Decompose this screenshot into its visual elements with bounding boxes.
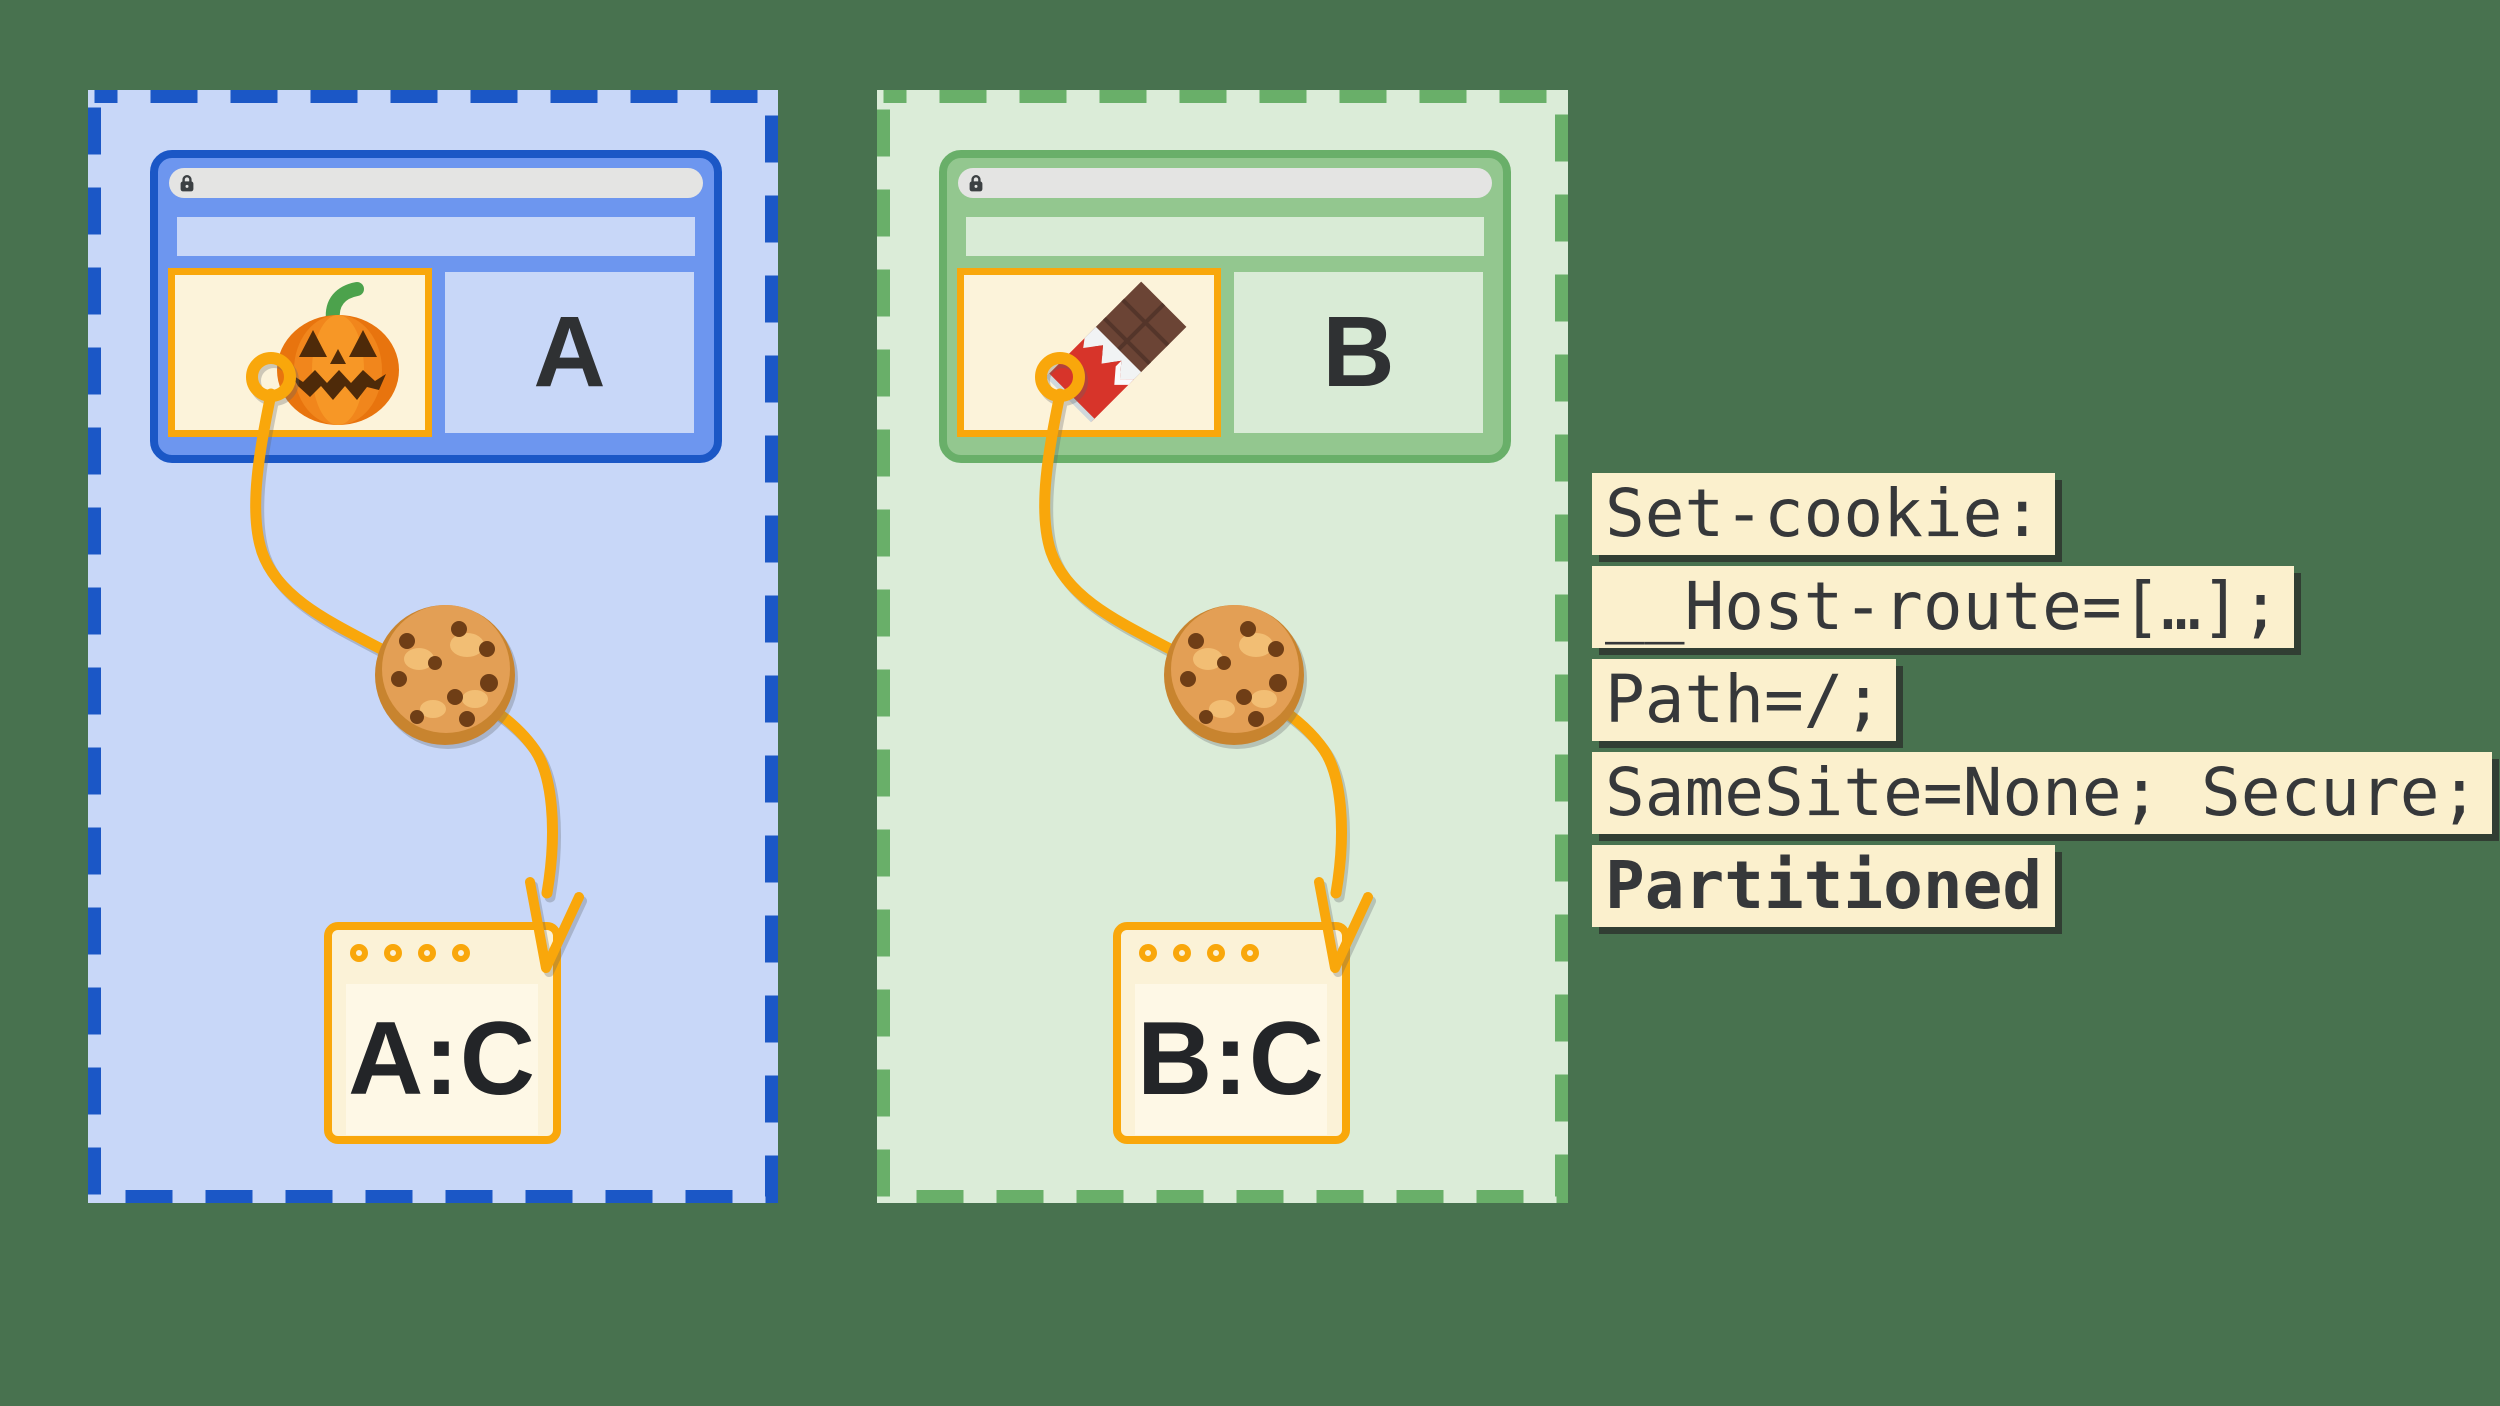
address-bar bbox=[958, 168, 1492, 198]
browser-window-b: B bbox=[939, 150, 1511, 463]
jack-o-lantern-icon bbox=[277, 282, 399, 425]
jar-dot-icon bbox=[418, 944, 436, 962]
code-line: SameSite=None; Secure; bbox=[1592, 752, 2493, 834]
code-line: Path=/; bbox=[1592, 659, 1897, 741]
page-header-band bbox=[966, 217, 1484, 256]
jar-dots bbox=[1139, 944, 1259, 962]
cookie-jar-a: A:C bbox=[324, 922, 561, 1144]
set-cookie-code-block: Set-cookie: __Host-route=[…]; Path=/; Sa… bbox=[1592, 473, 2493, 938]
site-label-panel-b: B bbox=[1234, 272, 1483, 433]
partition-a-dashed-border bbox=[88, 90, 778, 1203]
site-letter-a: A bbox=[533, 296, 606, 408]
embedded-iframe-a bbox=[168, 268, 432, 437]
cookie-jar-b: B:C bbox=[1113, 922, 1350, 1144]
jar-dot-icon bbox=[384, 944, 402, 962]
partition-key-label-b: B:C bbox=[1135, 984, 1327, 1135]
partition-key-label-a: A:C bbox=[346, 984, 538, 1135]
code-line-partitioned: Partitioned bbox=[1592, 845, 2056, 927]
jar-dot-icon bbox=[1241, 944, 1259, 962]
jar-dots bbox=[350, 944, 470, 962]
jar-dot-icon bbox=[1139, 944, 1157, 962]
code-line: Set-cookie: bbox=[1592, 473, 2056, 555]
lock-icon bbox=[180, 175, 194, 192]
partition-b-dashed-border bbox=[877, 90, 1568, 1203]
address-bar bbox=[169, 168, 703, 198]
jar-dot-icon bbox=[1173, 944, 1191, 962]
page-header-band bbox=[177, 217, 695, 256]
browser-window-a: A bbox=[150, 150, 722, 463]
lock-icon bbox=[969, 175, 983, 192]
site-letter-b: B bbox=[1322, 296, 1395, 408]
chocolate-bar-icon bbox=[1045, 281, 1187, 423]
jar-dot-icon bbox=[452, 944, 470, 962]
jar-dot-icon bbox=[350, 944, 368, 962]
embedded-iframe-b bbox=[957, 268, 1221, 437]
site-label-panel-a: A bbox=[445, 272, 694, 433]
code-line: __Host-route=[…]; bbox=[1592, 566, 2294, 648]
jar-dot-icon bbox=[1207, 944, 1225, 962]
